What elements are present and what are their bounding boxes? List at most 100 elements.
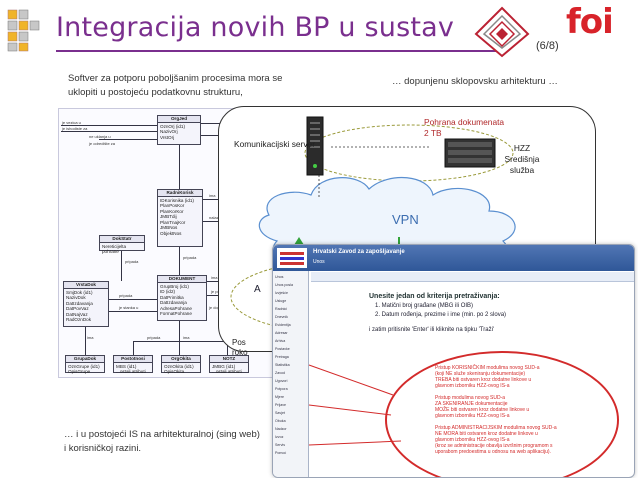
label-pos-line1: Pos [232, 338, 246, 347]
relation-label: nalazi [209, 215, 220, 220]
label-hzz-line2: Središnja [504, 154, 540, 164]
er-connector [121, 251, 122, 281]
entity-title: GrupaDok [66, 356, 104, 363]
label-communication-server: Komunikacijski server [234, 139, 315, 149]
relation-label: je odredište za [89, 141, 116, 146]
relation-label: je dopo [209, 305, 223, 310]
app-sidebar: Unos Unos posla Izvješće Usluge Radnici … [273, 271, 309, 477]
entity-title: RadniKorisk [158, 190, 202, 197]
page-indicator: (6/8) [536, 40, 559, 52]
label-pos-line2: roko [232, 348, 248, 357]
relation-label: pripada [125, 259, 139, 264]
sidebar-item[interactable]: Postavke [275, 347, 290, 351]
logo-squares-icon [7, 9, 40, 52]
entity-field: DatIzdavanja [160, 300, 187, 305]
entity-title: DokStatr [100, 236, 144, 243]
sidebar-item[interactable]: Izvoz [275, 435, 284, 439]
relation-label: ima [211, 275, 218, 280]
entity-field: PlanPosKor [160, 203, 185, 208]
app-header: Hrvatski Zavod za zapošljavanje Unos [273, 245, 634, 271]
label-hzz: HZZ Središnja služba [500, 143, 544, 176]
sidebar-item[interactable]: Obuka [275, 419, 286, 423]
entity-field: OpisOkita [164, 369, 185, 374]
entity-orgjed: OrgJed OznOrj (id1) NazivOrj VrstOrj [157, 115, 201, 145]
sidebar-item[interactable]: Unos posla [275, 283, 293, 287]
relation-label: ima [209, 193, 216, 198]
foi-logo: foi [566, 2, 614, 42]
entity-field: NazivDok [66, 295, 86, 300]
relation-label: ima [87, 335, 94, 340]
search-step-1: 1. Matični broj građane (MBG ili OIB) [375, 303, 474, 309]
sidebar-item[interactable]: Statistika [275, 363, 290, 367]
entity-field: NazivOrj [160, 129, 178, 134]
sidebar-item[interactable]: Dnevnik [275, 315, 288, 319]
callout-line: MOŽE biti ostvaren kroz dodatne linkove … [435, 407, 530, 413]
sidebar-item[interactable]: Radnici [275, 307, 287, 311]
entity-grupadok: GrupaDok OznGrupe (id1) OpisGrupe [65, 355, 105, 374]
sidebar-item[interactable]: Ugovori [275, 379, 288, 383]
sidebar-item[interactable]: Unos [275, 275, 284, 279]
entity-field: DatIzdavanja [66, 300, 93, 306]
entity-title: VrstaDok [64, 282, 108, 289]
intro-text-right: … dopunjenu sklopovsku arhitekturu … [392, 76, 558, 87]
label-storage-line2: 2 TB [424, 128, 442, 138]
server-icon [306, 116, 324, 176]
entity-field: JMBTdij [160, 214, 177, 219]
sidebar-item[interactable]: Izvješće [275, 291, 288, 295]
sidebar-item[interactable]: Arhiva [275, 339, 286, 343]
entity-dokstatr: DokStatr Nereticijelta pohrane [99, 235, 145, 254]
app-logo-icon [277, 248, 307, 268]
sidebar-item[interactable]: Pretraga [275, 355, 289, 359]
callout-line: Pristup modulima novog SUD-a [435, 395, 506, 401]
storage-icon [444, 138, 496, 168]
relation-label: je stanka u [119, 305, 139, 310]
sidebar-item[interactable]: Potpora [275, 387, 288, 391]
entity-field: PlanTnajKor [160, 219, 186, 225]
entity-title: OrgJed [158, 116, 200, 123]
sidebar-item[interactable]: Prijave [275, 403, 286, 407]
sidebar-item[interactable]: Mjere [275, 395, 284, 399]
relation-label: pripada [183, 255, 197, 260]
app-title: Hrvatski Zavod za zapošljavanje [313, 249, 405, 255]
page-title: Integracija novih BP u sustav [56, 12, 455, 43]
sidebar-item[interactable]: Servis [275, 443, 285, 447]
sidebar-item[interactable]: Pomoć [275, 451, 287, 455]
callout-line: (kroz se administracije obavlja izvršnim… [435, 443, 553, 449]
label-storage-line1: Pohrana dokumenata [424, 117, 505, 127]
callout-line: glavnom izborniku HZZ-ovog IS-a [435, 383, 510, 389]
relation-label: je vezica u [62, 120, 81, 125]
entity-field: MBS (id1) [116, 363, 137, 369]
er-connector [133, 341, 134, 355]
callout-line: glavnom izborniku HZZ-ovog IS-a [435, 413, 510, 419]
entity-field: FormatPohrane [160, 311, 192, 316]
label-hzz-line3: služba [509, 165, 535, 175]
sidebar-item[interactable]: Adresar [275, 331, 288, 335]
sidebar-item[interactable]: Savjet [275, 411, 285, 415]
er-connector [61, 125, 157, 126]
app-toolbar [311, 272, 634, 282]
sidebar-item[interactable]: Usluge [275, 299, 287, 303]
label-storage: Pohrana dokumenata 2 TB [424, 117, 504, 139]
entity-field: OznOrj (id1) [160, 123, 186, 129]
er-connector [179, 145, 180, 189]
search-section-title: Unesite jedan od kriterija pretraživanja… [369, 293, 500, 300]
entity-title: OrgOkita [162, 356, 200, 363]
callout-line: glavnom izborniku HZZ-ovog IS-a [435, 437, 510, 443]
entity-radnikorisk: RadniKorisk IDKorisnika (id1) PlanPosKor… [157, 189, 203, 247]
er-connector [99, 139, 157, 140]
entity-title: NOTZ [210, 356, 248, 363]
er-connector [85, 327, 86, 355]
er-connector [133, 341, 227, 342]
relation-label: ima [183, 335, 190, 340]
callout-line: (koji NE služe skeniranju dokumentacije) [435, 371, 526, 377]
entity-field: JMBNos [160, 225, 178, 230]
callout-line: Pristup KORISNIČKIM modulima novog SUD-a [435, 365, 540, 371]
entity-field: ...ostali atributi [116, 369, 146, 374]
title-underline [56, 50, 496, 52]
callout-line: Pristup ADMINISTRACIJSKIM modulima novog… [435, 425, 557, 431]
sidebar-item[interactable]: Zavod [275, 371, 285, 375]
sidebar-item[interactable]: Nadzor [275, 427, 287, 431]
entity-field: OznOkita (id1) [164, 363, 194, 369]
sidebar-item[interactable]: Evidentija [275, 323, 291, 327]
callout-line: NE MORA biti ostvaren kroz dodatne linko… [435, 431, 538, 437]
